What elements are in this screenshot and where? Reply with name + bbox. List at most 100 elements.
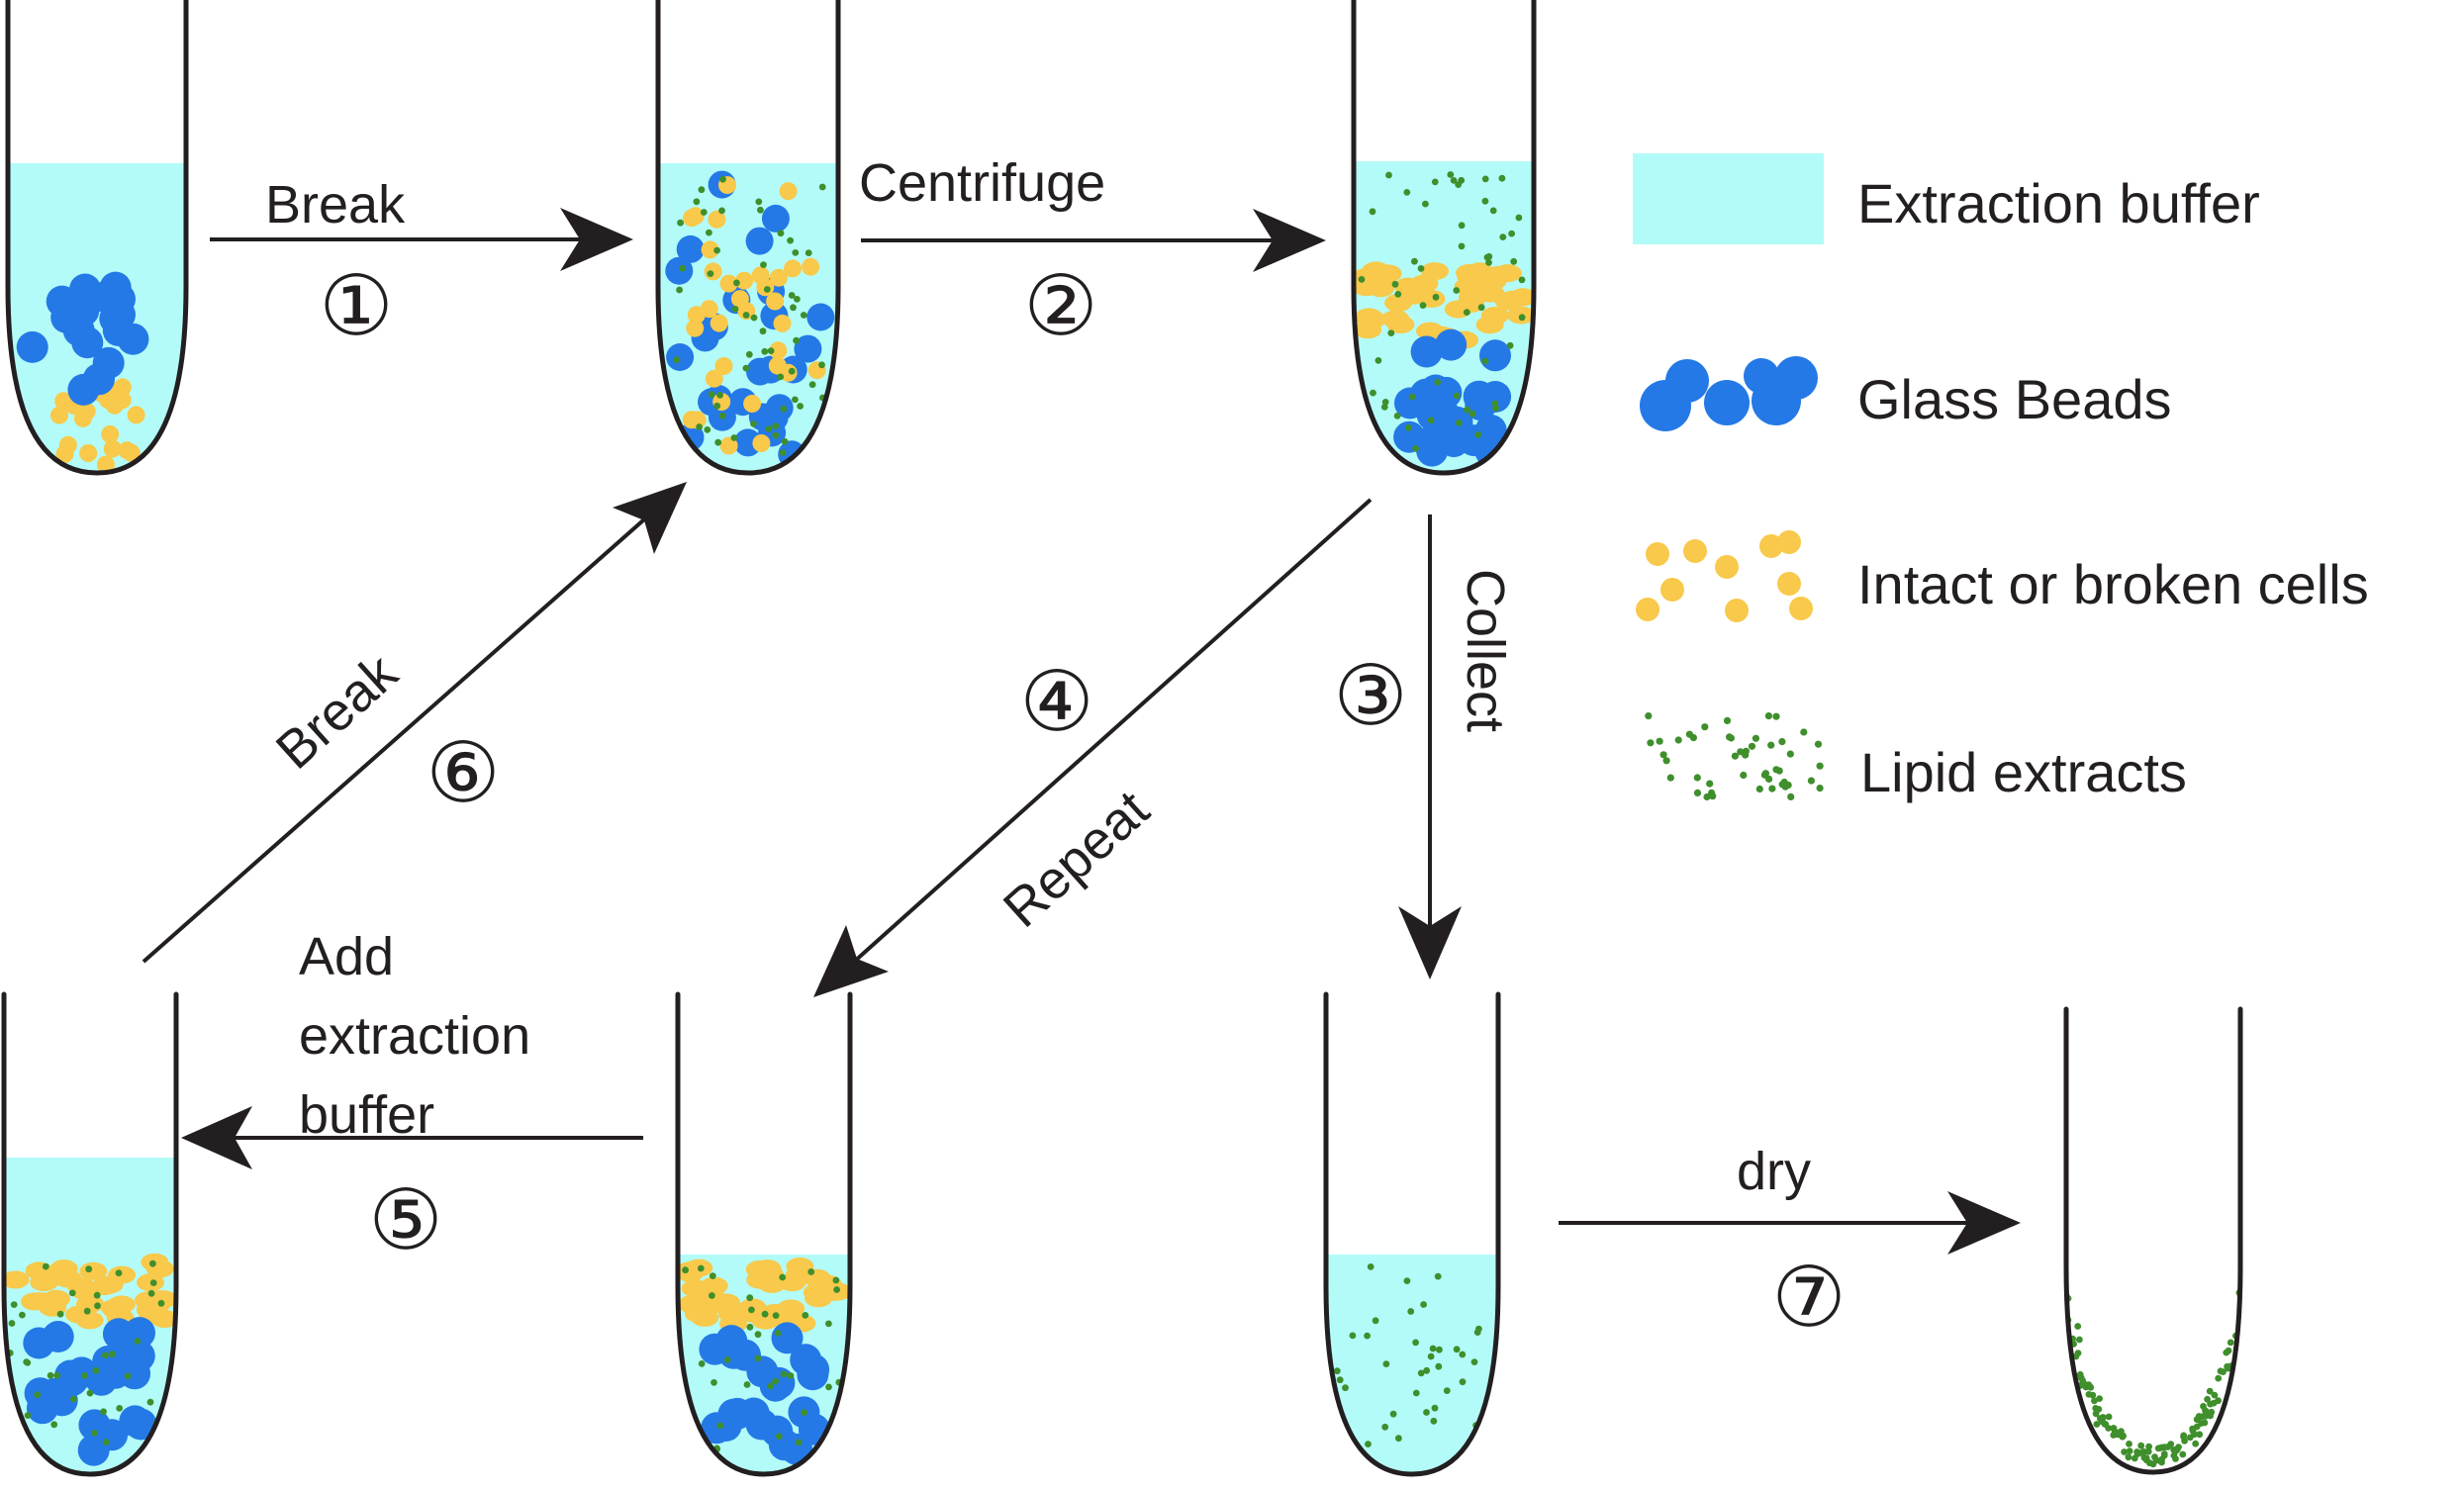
lipid-dot	[1489, 207, 1497, 215]
cell	[735, 271, 754, 290]
lipid-dot	[1436, 1346, 1443, 1353]
lipid-dot	[745, 350, 753, 358]
lipid-dot	[1726, 733, 1734, 741]
lipid-dot	[2195, 1413, 2203, 1420]
lipid-dot	[1659, 751, 1667, 759]
glass-bead	[771, 1322, 804, 1354]
cell	[777, 1299, 806, 1318]
glass-bead	[26, 1392, 58, 1425]
glass-bead	[798, 1353, 830, 1386]
lipid-dot	[1481, 357, 1489, 365]
cell	[714, 357, 733, 375]
cell	[1660, 578, 1684, 602]
cell	[1683, 539, 1707, 563]
lipid-dot	[800, 312, 807, 319]
cell	[79, 1261, 108, 1280]
lipid-dot	[1429, 1345, 1437, 1352]
lipid-dot	[1752, 734, 1759, 742]
cell	[682, 411, 701, 429]
lipid-dot	[2131, 1454, 2138, 1462]
lipid-dot	[832, 1276, 840, 1284]
glass-bead	[77, 1434, 110, 1466]
legend-swatch-glass-beads	[1640, 356, 1818, 431]
cell	[1646, 542, 1669, 566]
cell	[58, 435, 77, 454]
glass-bead	[1479, 339, 1511, 372]
glass-bead	[676, 234, 705, 263]
lipid-dot	[1333, 1367, 1341, 1375]
lipid-dot	[794, 296, 801, 303]
lipid-dot	[1742, 747, 1750, 755]
cell	[1789, 597, 1813, 620]
cell	[1358, 310, 1386, 328]
lipid-dot	[802, 1312, 809, 1319]
cell	[802, 257, 820, 276]
lipid-dot	[94, 1302, 101, 1310]
lipid-dot	[1755, 785, 1763, 793]
tube-collected	[1323, 991, 1501, 1477]
lipid-dot	[116, 1405, 124, 1412]
lipid-dot	[42, 1262, 49, 1270]
glass-bead	[119, 1405, 151, 1438]
lipid-dot	[2087, 1383, 2095, 1391]
lipid-dot	[1431, 1404, 1439, 1412]
cell	[95, 1275, 124, 1294]
arrow-dry-step7	[1559, 1191, 2021, 1255]
cell	[686, 319, 705, 337]
lipid-dot	[102, 1351, 109, 1359]
lipid-dot	[746, 1323, 754, 1331]
cell	[53, 1269, 82, 1288]
lipid-dot	[743, 1381, 751, 1388]
lipid-dot	[2076, 1370, 2084, 1378]
lipid-dot	[788, 292, 796, 299]
glass-bead	[92, 346, 125, 379]
step-number-2: ②	[1023, 257, 1097, 354]
lipid-dot	[781, 437, 789, 445]
lipid-dot	[1423, 1409, 1430, 1416]
lipid-dot	[731, 306, 739, 313]
lipid-dot	[1349, 1332, 1357, 1340]
lipid-dot	[1422, 200, 1429, 208]
lipid-dot	[1772, 766, 1780, 774]
lipid-dot	[10, 1301, 18, 1308]
label-add-buffer-line-3: buffer	[299, 1085, 434, 1145]
lipid-dot	[1365, 1441, 1372, 1447]
lipid-dot	[1464, 406, 1470, 414]
lipid-dot	[733, 279, 740, 287]
lipid-dot	[1381, 1423, 1389, 1431]
lipid-dot	[47, 1371, 54, 1379]
lipid-dot	[750, 314, 758, 322]
cell	[1362, 261, 1390, 280]
lipid-dot	[1647, 739, 1655, 747]
lipid-dot	[805, 249, 812, 256]
lipid-dot	[86, 1389, 94, 1397]
lipid-dot	[707, 270, 714, 277]
glass-bead	[99, 303, 132, 335]
label-dry: dry	[1737, 1142, 1811, 1201]
legend-label-extraction-buffer: Extraction buffer	[1857, 172, 2260, 234]
lipid-dot	[100, 1408, 107, 1416]
lipid-dot	[1481, 197, 1489, 205]
lipid-dot	[2215, 1374, 2223, 1382]
cell	[1777, 572, 1801, 596]
lipid-dot	[1458, 222, 1466, 230]
lipid-dot	[801, 1409, 807, 1416]
lipid-dot	[1404, 423, 1412, 431]
lipid-dot	[2202, 1407, 2210, 1415]
lipid-dot	[795, 1439, 803, 1446]
lipid-dot	[763, 286, 771, 293]
glass-bead	[67, 295, 100, 326]
arrow-break-step6	[142, 482, 687, 964]
lipid-dot	[742, 312, 750, 319]
lipid-dot	[2207, 1400, 2215, 1408]
glass-bead	[763, 1366, 796, 1399]
lipid-dot	[2126, 1441, 2132, 1447]
lipid-dot	[774, 1330, 782, 1337]
lipid-dot	[53, 1371, 61, 1379]
lipid-dot	[1453, 287, 1461, 294]
lipid-dot	[1761, 770, 1769, 778]
lipid-dot	[777, 230, 785, 237]
lipid-dot	[70, 1395, 77, 1403]
lipid-dot	[1336, 1376, 1344, 1384]
lipid-dot	[692, 1428, 699, 1436]
